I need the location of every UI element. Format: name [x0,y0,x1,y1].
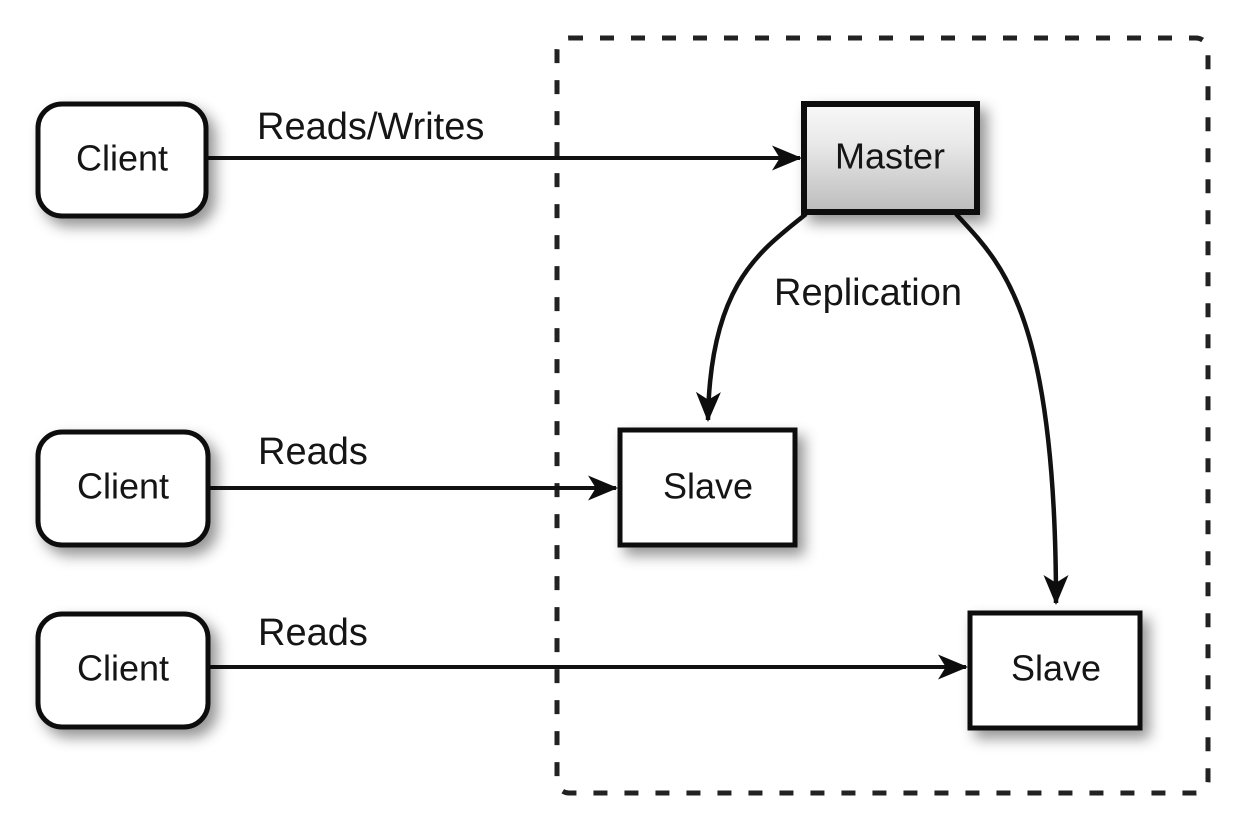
node-client-2[interactable]: Client [35,429,211,548]
client-3-label: Client [77,648,169,689]
node-master[interactable]: Master [801,101,980,215]
node-client-3[interactable]: Client [35,611,211,730]
edge-master-slave2 [954,212,1069,606]
node-slave-2[interactable]: Slave [967,610,1143,731]
edge-curve [954,212,1069,606]
edge-curve [695,212,808,422]
client-2-box[interactable] [35,429,211,548]
master-label: Master [835,136,945,177]
node-slave-1[interactable]: Slave [617,427,798,548]
database-cluster-boundary [554,35,1211,796]
slave-1-box[interactable] [617,427,798,548]
client-1-box[interactable] [35,101,209,219]
node-client-1[interactable]: Client [35,101,209,219]
slave-2-label: Slave [1011,648,1101,689]
edge-master-slave1 [695,212,808,422]
slave-1-label: Slave [663,466,753,507]
slave-2-box[interactable] [967,610,1143,731]
edge-label-reads-writes: Reads/Writes [257,106,484,148]
master-box[interactable] [801,101,980,215]
client-1-label: Client [76,138,168,179]
edge-label-reads-1: Reads [258,431,368,473]
edge-label-reads-2: Reads [258,612,368,654]
client-2-label: Client [77,466,169,507]
client-3-box[interactable] [35,611,211,730]
edge-label-replication: Replication [774,272,962,314]
